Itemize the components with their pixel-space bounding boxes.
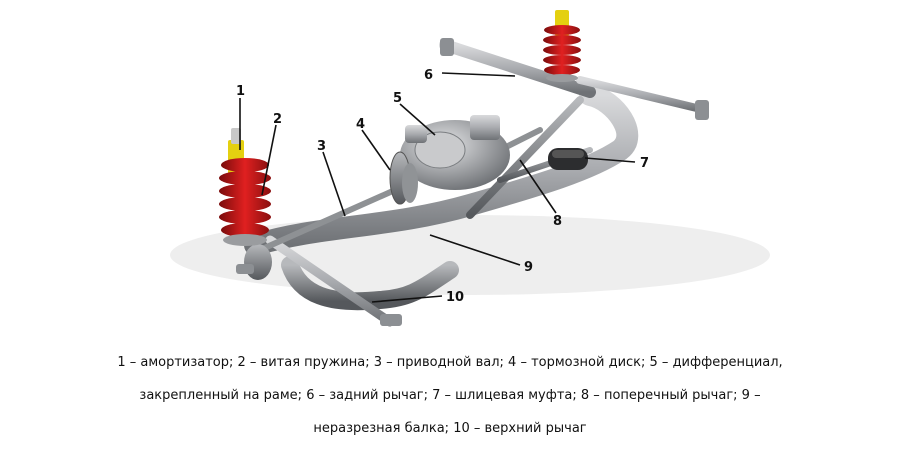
callout-9: 9 xyxy=(524,260,533,275)
spline-coupling xyxy=(548,148,588,170)
caption-line-2: закрепленный на раме; 6 – задний рычаг; … xyxy=(139,388,761,403)
caption-line-1: 1 – амортизатор; 2 – витая пружина; 3 – … xyxy=(117,355,783,370)
beam-axle xyxy=(244,84,639,311)
caption-line-3: неразрезная балка; 10 – верхний рычаг xyxy=(313,421,587,436)
callout-3: 3 xyxy=(317,139,326,154)
right-shock-spring xyxy=(543,10,581,82)
wheel-hub xyxy=(236,244,272,280)
differential xyxy=(400,115,510,190)
callout-2: 2 xyxy=(273,112,282,127)
callout-10: 10 xyxy=(446,290,464,305)
upper-arm xyxy=(265,235,402,327)
rear-arm xyxy=(439,38,709,120)
leader-lines xyxy=(239,72,636,303)
brake-disk xyxy=(389,151,418,205)
callout-4: 4 xyxy=(356,117,365,132)
callout-8: 8 xyxy=(553,214,562,229)
callout-6: 6 xyxy=(424,68,433,83)
suspension-diagram: 1 2 3 4 5 6 7 8 9 10 xyxy=(170,10,770,327)
callout-5: 5 xyxy=(393,91,402,106)
callout-labels: 1 2 3 4 5 6 7 8 9 10 xyxy=(236,68,649,305)
callout-1: 1 xyxy=(236,84,245,99)
callout-7: 7 xyxy=(640,156,649,171)
left-shock-spring xyxy=(219,128,271,246)
